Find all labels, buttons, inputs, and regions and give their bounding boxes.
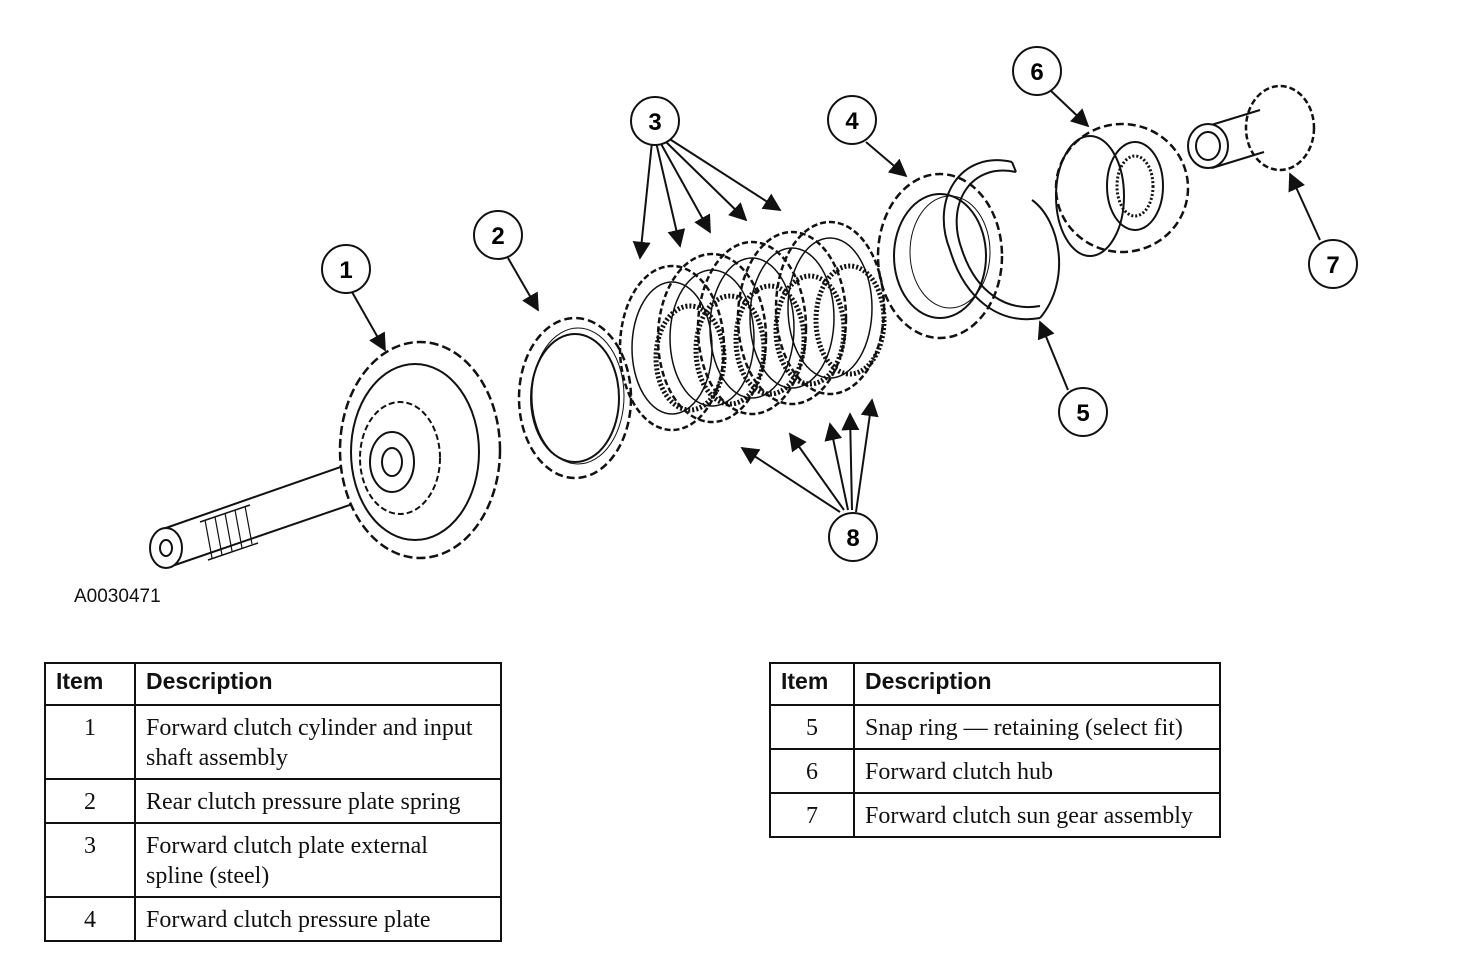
svg-text:2: 2: [491, 223, 504, 250]
table-row: 5 Snap ring — retaining (select fit): [769, 704, 1221, 750]
svg-text:8: 8: [846, 525, 859, 552]
clutch-plate-stack: [618, 220, 887, 432]
item-number: 3: [44, 822, 136, 898]
svg-text:1: 1: [339, 257, 352, 284]
legend-header-row: Item Description: [44, 662, 502, 706]
item-number: 1: [44, 704, 136, 780]
part-7-sun-gear: [1187, 84, 1316, 172]
item-column-header: Item: [44, 662, 136, 706]
callout-2: 2: [473, 210, 523, 260]
item-description: Rear clutch pressure plate spring: [134, 778, 502, 824]
part-6-clutch-hub: [1054, 122, 1190, 257]
table-row: 1 Forward clutch cylinder and input shaf…: [44, 704, 502, 780]
exploded-view-figure: 1 2 3 4 5 6 7 8: [149, 46, 1358, 569]
svg-text:3: 3: [648, 109, 661, 136]
svg-text:5: 5: [1076, 400, 1089, 427]
item-description: Forward clutch sun gear assembly: [853, 792, 1221, 838]
svg-text:4: 4: [845, 108, 859, 135]
item-description: Forward clutch plate external spline (st…: [134, 822, 502, 898]
item-number: 4: [44, 896, 136, 942]
item-number: 5: [769, 704, 855, 750]
item-number: 7: [769, 792, 855, 838]
legend-table-left: Item Description 1 Forward clutch cylind…: [44, 662, 502, 942]
item-description: Forward clutch hub: [853, 748, 1221, 794]
callout-7: 7: [1308, 239, 1358, 289]
item-description: Forward clutch cylinder and input shaft …: [134, 704, 502, 780]
table-row: 7 Forward clutch sun gear assembly: [769, 792, 1221, 838]
item-number: 2: [44, 778, 136, 824]
table-row: 2 Rear clutch pressure plate spring: [44, 778, 502, 824]
item-number: 6: [769, 748, 855, 794]
callout-3: 3: [630, 96, 680, 146]
description-column-header: Description: [134, 662, 502, 706]
callout-6: 6: [1012, 46, 1062, 96]
table-row: 6 Forward clutch hub: [769, 748, 1221, 794]
part-1-input-shaft-assembly: [149, 340, 502, 569]
legend-table-right: Item Description 5 Snap ring — retaining…: [769, 662, 1221, 838]
callout-4: 4: [827, 95, 877, 145]
figure-id-label: A0030471: [74, 586, 161, 607]
table-row: 4 Forward clutch pressure plate: [44, 896, 502, 942]
legend-header-row: Item Description: [769, 662, 1221, 706]
callout-1: 1: [321, 244, 371, 294]
table-row: 3 Forward clutch plate external spline (…: [44, 822, 502, 898]
exploded-view-drawing: 1 2 3 4 5 6 7 8: [149, 46, 1358, 569]
svg-text:6: 6: [1030, 59, 1043, 86]
description-column-header: Description: [853, 662, 1221, 706]
part-4-pressure-plate: [876, 172, 1004, 340]
svg-text:7: 7: [1326, 252, 1339, 279]
part-2-pressure-plate-spring: [517, 316, 633, 480]
part-5-snap-ring: [942, 159, 1060, 321]
callout-8: 8: [828, 512, 878, 562]
item-description: Snap ring — retaining (select fit): [853, 704, 1221, 750]
item-column-header: Item: [769, 662, 855, 706]
callout-5: 5: [1058, 387, 1108, 437]
leader-lines: [351, 89, 1321, 513]
item-description: Forward clutch pressure plate: [134, 896, 502, 942]
